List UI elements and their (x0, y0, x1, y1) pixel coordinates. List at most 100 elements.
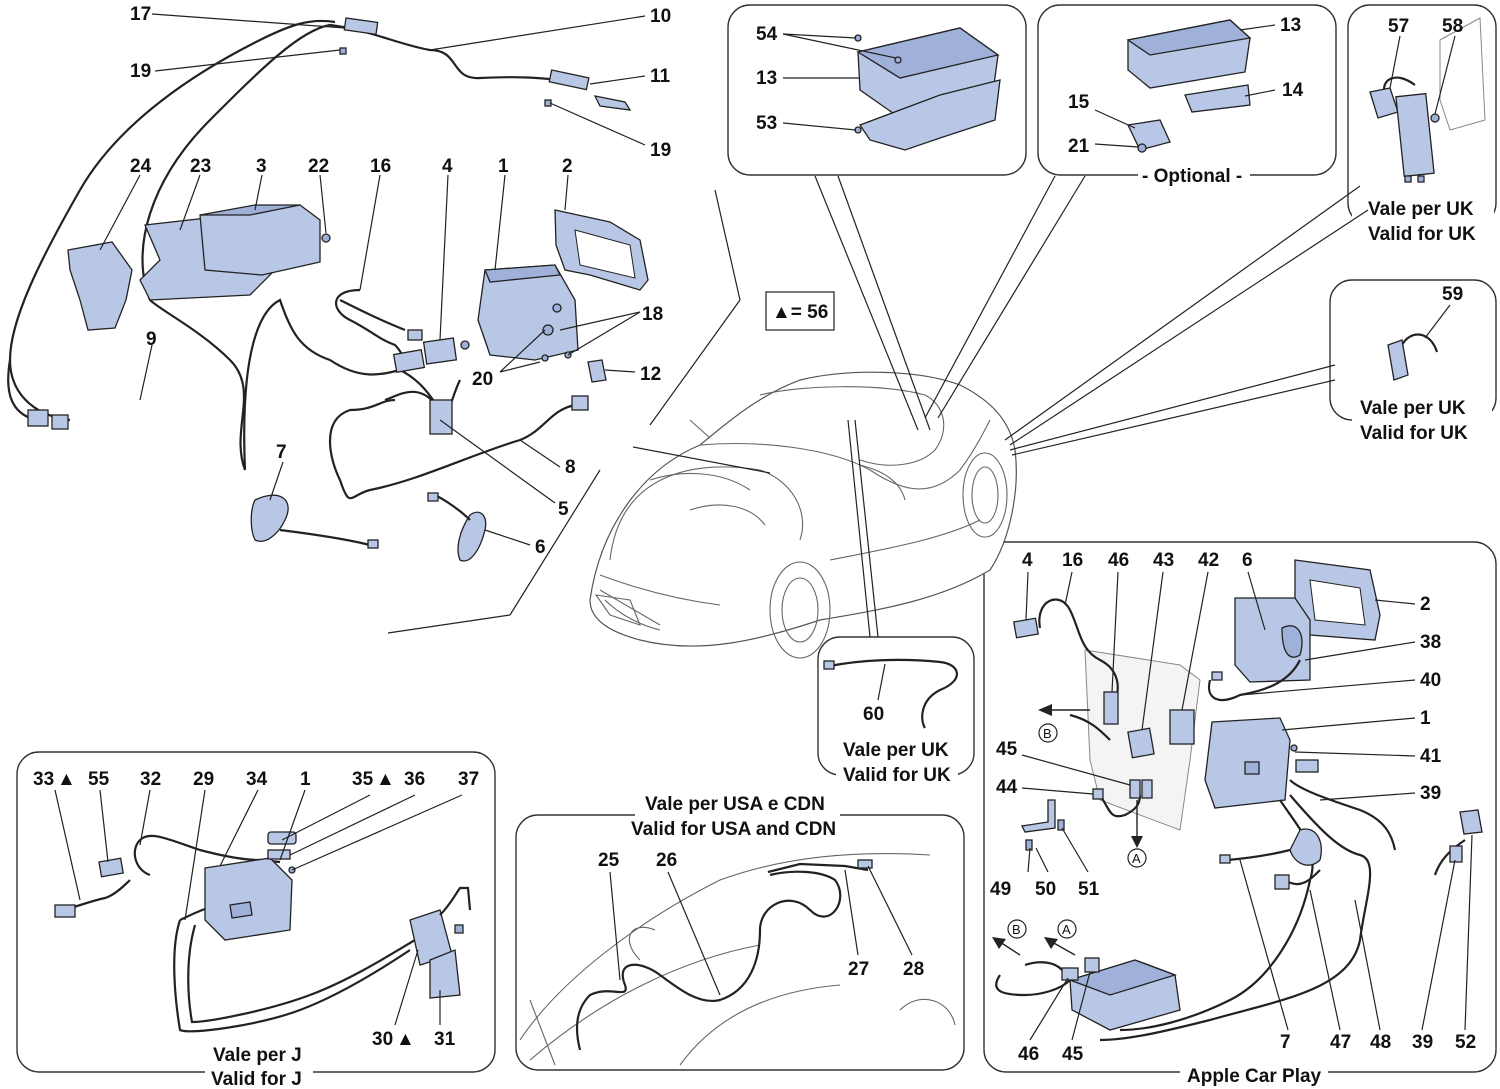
caption-j-it: Vale per J (213, 1045, 302, 1066)
triangle-note: ▲= 56 (772, 302, 828, 323)
label-a45: 45 (996, 739, 1018, 760)
label-1: 1 (498, 156, 509, 177)
label-2: 2 (562, 156, 573, 177)
label-a39: 39 (1420, 783, 1441, 804)
label-24: 24 (130, 156, 152, 177)
label-a52: 52 (1455, 1032, 1476, 1053)
label-a45b: 45 (1062, 1044, 1084, 1065)
caption-uk2-it: Vale per UK (1360, 398, 1466, 419)
caption-uk2-en: Valid for UK (1360, 423, 1468, 444)
usa-parts (519, 853, 956, 1066)
label-17: 17 (130, 4, 151, 25)
label-12: 12 (640, 364, 661, 385)
label-j1: 1 (300, 769, 311, 790)
label-27: 27 (848, 959, 869, 980)
label-16: 16 (370, 156, 391, 177)
label-19b: 19 (650, 140, 671, 161)
label-23: 23 (190, 156, 211, 177)
label-a7: 7 (1280, 1032, 1291, 1053)
label-a49: 49 (990, 879, 1011, 900)
label-26: 26 (656, 850, 677, 871)
label-j30: 30 (372, 1029, 393, 1050)
label-8: 8 (565, 457, 576, 478)
label-j31: 31 (434, 1029, 456, 1050)
caption-uk1-it: Vale per UK (1368, 199, 1474, 220)
label-13: 13 (756, 68, 777, 89)
label-22: 22 (308, 156, 329, 177)
amplifier-parts (854, 27, 1001, 151)
label-59: 59 (1442, 284, 1463, 305)
label-a47: 47 (1330, 1032, 1351, 1053)
carplay-parts (992, 559, 1483, 1042)
label-a44: 44 (996, 777, 1018, 798)
label-20: 20 (472, 369, 493, 390)
caption-uk3-en: Valid for UK (843, 765, 951, 786)
caption-usa-en: Valid for USA and CDN (631, 819, 836, 840)
label-j37: 37 (458, 769, 479, 790)
label-9: 9 (146, 329, 157, 350)
label-a38: 38 (1420, 632, 1441, 653)
label-a51: 51 (1078, 879, 1100, 900)
label-a2: 2 (1420, 594, 1431, 615)
label-a46: 46 (1108, 550, 1129, 571)
label-14: 14 (1282, 80, 1304, 101)
circle-b-upper: B (1043, 726, 1052, 741)
label-57: 57 (1388, 16, 1409, 37)
label-18: 18 (642, 304, 663, 325)
circle-a-bottom: A (1062, 922, 1071, 937)
label-j36: 36 (404, 769, 425, 790)
label-j33: 33 (33, 769, 54, 790)
car-outline (589, 371, 1017, 659)
label-j32: 32 (140, 769, 161, 790)
label-j34: 34 (246, 769, 268, 790)
triangle-j35: ▲ (376, 769, 395, 790)
label-a4: 4 (1022, 550, 1033, 571)
label-25: 25 (598, 850, 620, 871)
uk-60-part (823, 658, 958, 729)
label-21: 21 (1068, 136, 1090, 157)
label-j35: 35 (352, 769, 374, 790)
label-3: 3 (256, 156, 267, 177)
circle-a-lower: A (1132, 851, 1141, 866)
caption-usa-it: Vale per USA e CDN (645, 794, 825, 815)
label-11: 11 (650, 66, 671, 87)
label-6: 6 (535, 537, 546, 558)
label-a41: 41 (1420, 746, 1442, 767)
label-58: 58 (1442, 16, 1463, 37)
uk-antenna-parts (1369, 17, 1486, 183)
triangle-j30: ▲ (396, 1029, 415, 1050)
label-a16: 16 (1062, 550, 1083, 571)
label-j29: 29 (193, 769, 214, 790)
japan-parts (54, 831, 472, 1033)
label-a46b: 46 (1018, 1044, 1039, 1065)
label-a6: 6 (1242, 550, 1253, 571)
label-53: 53 (756, 113, 777, 134)
label-13b: 13 (1280, 15, 1301, 36)
label-a48: 48 (1370, 1032, 1391, 1053)
uk-59-part (1387, 333, 1439, 381)
label-a1: 1 (1420, 708, 1431, 729)
circle-b-bottom: B (1012, 922, 1021, 937)
label-15: 15 (1068, 92, 1090, 113)
label-a50: 50 (1035, 879, 1056, 900)
label-4: 4 (442, 156, 453, 177)
triangle-j33: ▲ (57, 769, 76, 790)
main-exploded-view (7, 17, 649, 562)
label-5: 5 (558, 499, 569, 520)
label-54: 54 (756, 24, 778, 45)
label-j55: 55 (88, 769, 110, 790)
caption-uk1-en: Valid for UK (1368, 224, 1476, 245)
triangle-note-box (765, 291, 835, 331)
optional-parts (1126, 19, 1252, 153)
label-a42: 42 (1198, 550, 1219, 571)
label-28: 28 (903, 959, 924, 980)
label-a39b: 39 (1412, 1032, 1433, 1053)
label-a43: 43 (1153, 550, 1174, 571)
label-10: 10 (650, 6, 671, 27)
caption-uk3-it: Vale per UK (843, 740, 949, 761)
caption-optional: - Optional - (1142, 166, 1242, 187)
label-60: 60 (863, 704, 884, 725)
label-19: 19 (130, 61, 151, 82)
label-7: 7 (276, 442, 287, 463)
